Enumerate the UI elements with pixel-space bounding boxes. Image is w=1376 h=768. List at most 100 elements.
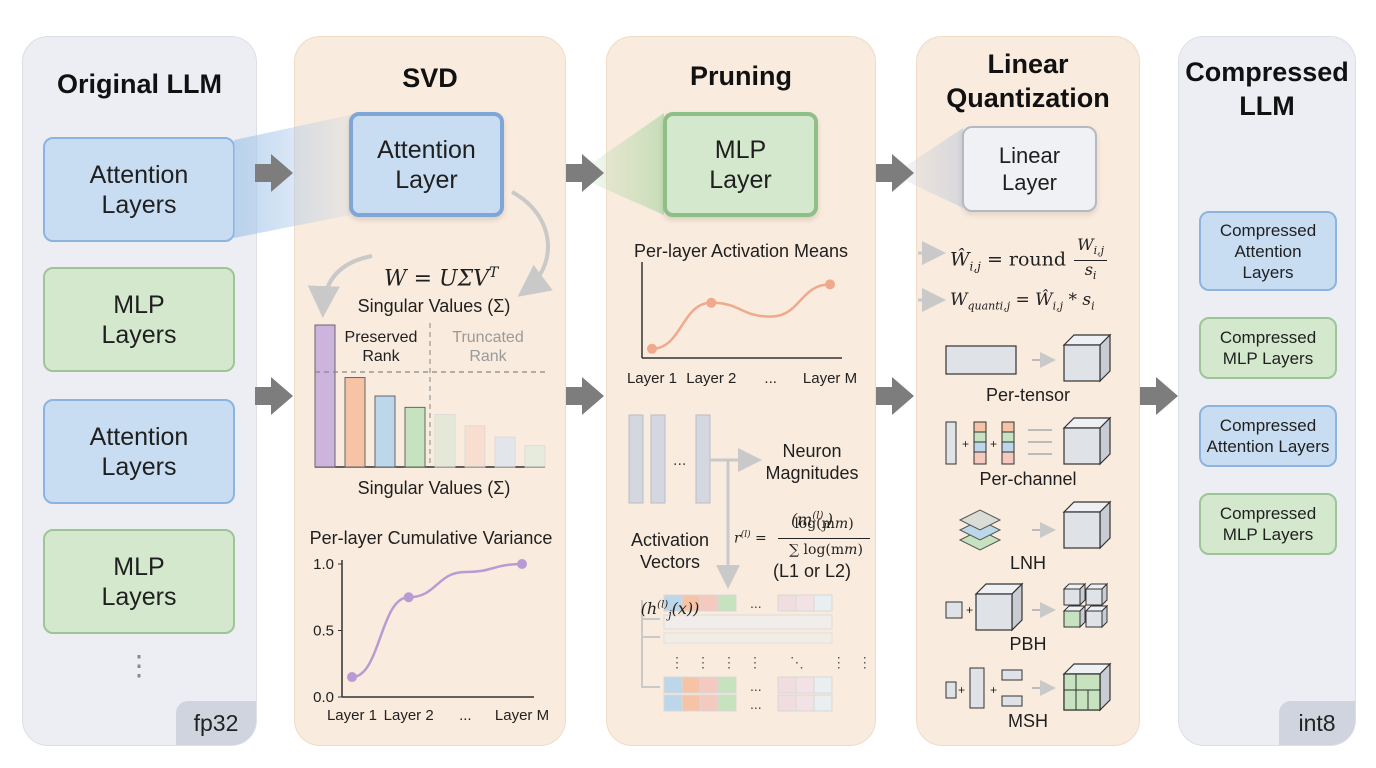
svd-line-point-2	[403, 592, 414, 603]
svd-curve-arrow-left	[307, 254, 373, 318]
activation-math-end: (x))	[671, 599, 700, 619]
svd-line-ytick-label-1: 0.5	[313, 623, 334, 640]
quant-linear-layer-box: Linear Layer	[962, 126, 1097, 212]
svd-attention-layer-box: Attention Layer	[349, 112, 504, 217]
neuron-math-sub: j	[823, 519, 827, 533]
svd-bar-4	[404, 406, 426, 468]
ratio-formula: r(l) = log(mm) ∑ log(mm)	[734, 514, 874, 570]
activation-vector-ellipsis: ...	[673, 452, 686, 469]
svg-text:+: +	[990, 683, 997, 697]
pruning-line-point-2	[706, 297, 717, 308]
f2-tail: * s	[1063, 290, 1092, 310]
activation-vectors-text: Activation Vectors	[630, 530, 710, 572]
f1-num-sub: i,j	[1093, 244, 1105, 258]
pruning-line-point-4	[825, 279, 835, 290]
svd-line-xtick-label-1: Layer 1	[327, 707, 377, 724]
f1-fraction: Wi,j si	[1074, 235, 1108, 285]
original-mlp-layers-1: MLP Layers	[43, 267, 235, 372]
scheme-label-msh: MSH	[1008, 711, 1048, 731]
msh-cube	[1063, 663, 1111, 711]
original-mlp-layers-2: MLP Layers	[43, 529, 235, 634]
pruning-focus-beam	[585, 113, 664, 215]
activation-vector-2	[650, 414, 666, 504]
ratio-bar	[778, 538, 870, 539]
scheme-label-pbh: PBH	[1009, 634, 1047, 654]
ratio-num-text: log(m	[794, 516, 835, 532]
per-tensor-matrix	[945, 345, 1017, 375]
svd-line-ytick-label-0: 0.0	[313, 689, 334, 706]
quant-focus-beam	[900, 128, 963, 208]
f2-rhs-sub: i,j	[1052, 299, 1064, 313]
f1-lhs: Ŵ	[950, 248, 970, 271]
svd-line-xtick-label-4: Layer M	[495, 707, 549, 724]
svd-bar-7	[494, 436, 516, 468]
original-llm-panel: Original LLM Attention Layers MLP Layers…	[22, 36, 257, 746]
more-layers-ellipsis: ⋮	[125, 650, 153, 681]
activation-vector-m	[695, 414, 711, 504]
f1-lhs-sub: i,j	[969, 259, 981, 274]
f2-lhs-sub: quanti,j	[967, 299, 1011, 313]
svd-bar-title: Singular Values (Σ)	[357, 296, 511, 316]
compressed-mlp-layers-2: Compressed MLP Layers	[1199, 493, 1337, 555]
arrow-pruning-quant-top	[876, 154, 914, 192]
activation-math-sub: j	[668, 608, 672, 622]
svd-bar-6	[464, 425, 486, 468]
ratio-lhs-sup: (l)	[740, 530, 751, 540]
f1-num: W	[1077, 235, 1094, 254]
svd-truncated-rank-label: Truncated Rank	[452, 329, 524, 365]
svd-line-ytick-label-2: 1.0	[313, 556, 334, 573]
per-channel-strip-1	[973, 421, 987, 465]
lnh-layers	[958, 509, 1002, 551]
svg-text:+: +	[962, 437, 969, 451]
pruning-activation-diagram: ... ... ... ... ⋮⋮⋮⋮ ⋱ ⋮⋮⋮	[628, 414, 876, 712]
compressed-mlp-layers-1: Compressed MLP Layers	[1199, 317, 1337, 379]
fp32-tag: fp32	[176, 701, 256, 745]
per-tensor-cube	[1063, 334, 1111, 382]
f2-lhs: W	[950, 290, 968, 310]
int8-tag: int8	[1279, 701, 1355, 745]
activation-vectors-math: (h(l)j(x))	[641, 599, 700, 621]
quant-formula-1: Ŵi,j = round Wi,j si	[950, 235, 1108, 285]
f1-den: s	[1084, 260, 1093, 280]
svd-line-xtick-label-3: ...	[459, 707, 472, 724]
neuron-magnitudes-text: Neuron Magnitudes	[765, 441, 859, 483]
matrix-col-ellipsis-2: ...	[750, 678, 762, 694]
neuron-math-end: )	[826, 510, 834, 530]
compressed-llm-panel: Compressed LLM Compressed Attention Laye…	[1178, 36, 1356, 746]
scheme-label-per-tensor: Per-tensor	[985, 385, 1071, 405]
pruning-line-xtick-label-4: Layer M	[803, 370, 857, 387]
svd-bar-5	[434, 413, 456, 468]
svd-title: SVD	[402, 63, 458, 93]
quantization-title: Linear Quantization	[946, 49, 1110, 113]
quant-scheme-illustrations: + + + + +	[945, 334, 1111, 711]
neuron-magnitudes-math: (m(l)j)	[790, 510, 834, 532]
svd-bar-xlabel: Singular Values (Σ)	[357, 478, 511, 498]
scheme-label-per-channel: Per-channel	[979, 469, 1077, 489]
svd-bar-2	[344, 377, 366, 468]
neuron-math-m: (m	[790, 510, 813, 530]
svg-text:+: +	[966, 603, 973, 617]
svd-formula-sup: T	[489, 265, 499, 281]
svg-text:+: +	[958, 683, 965, 697]
pruning-line-xtick-label-3: ...	[764, 370, 777, 387]
pruning-line-series-line	[651, 283, 831, 351]
per-channel-cube	[1063, 417, 1111, 465]
arrow-svd-pruning-top	[566, 154, 604, 192]
arrow-quant-compressed	[1140, 377, 1178, 415]
matrix-col-ellipsis-1: ...	[750, 595, 762, 611]
activation-math-sup: (l)	[657, 600, 669, 611]
arrow-original-svd-bottom	[255, 377, 293, 415]
svg-text:+: +	[990, 437, 997, 451]
pruning-title: Pruning	[690, 61, 792, 91]
original-attention-layers-2: Attention Layers	[43, 399, 235, 504]
f2-rhs: = Ŵ	[1010, 290, 1053, 310]
svd-bar-3	[374, 395, 396, 468]
ratio-lhs-r: r	[734, 530, 741, 547]
svd-formula: W = UΣVT	[384, 240, 498, 291]
arrow-original-svd-top	[255, 154, 293, 192]
svd-formula-main: W = UΣV	[384, 266, 490, 292]
svd-line-series-line	[351, 562, 523, 679]
